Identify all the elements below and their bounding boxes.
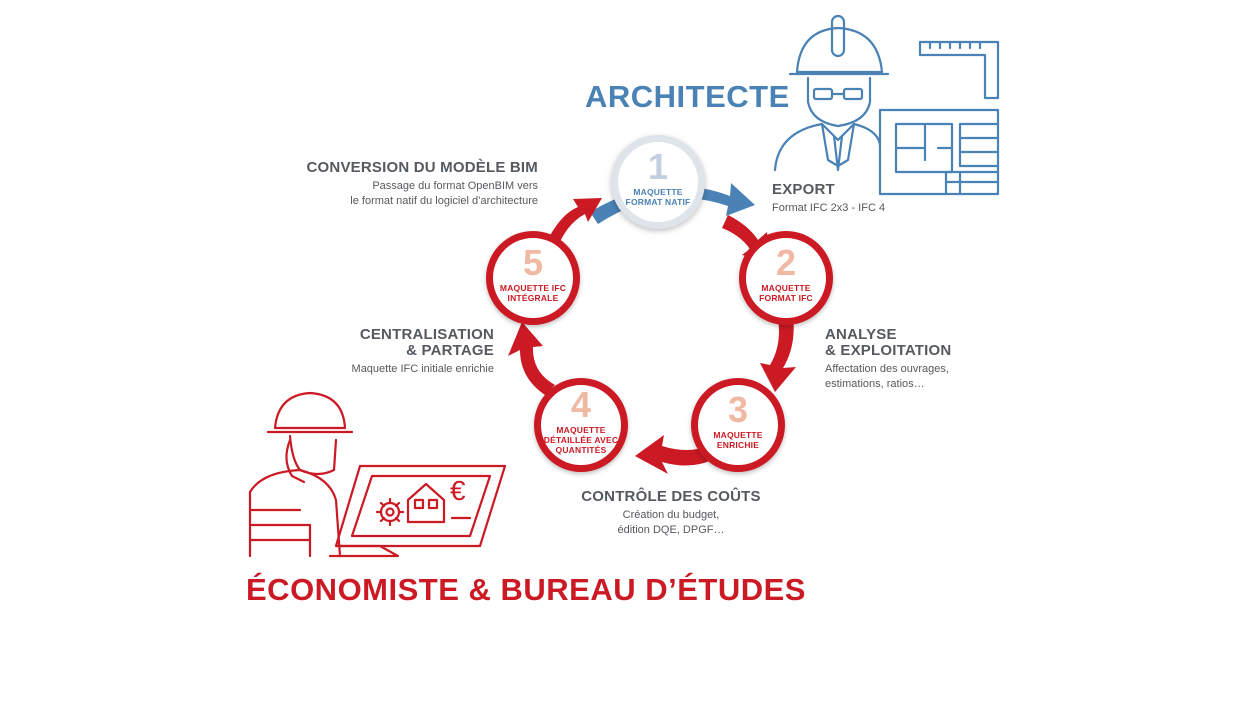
- arrow-red-3-4: [635, 435, 712, 474]
- step-centralisation-title-1: CENTRALISATION: [359, 326, 494, 343]
- step-analyse-desc-1: Affectation des ouvrages,: [825, 363, 949, 375]
- node-2-label: MAQUETTE FORMAT IFC: [759, 282, 813, 303]
- step-export-desc: Format IFC 2x3 - IFC 4: [772, 202, 886, 214]
- step-centralisation-desc: Maquette IFC initiale enrichie: [351, 363, 494, 375]
- step-analyse: ANALYSE & EXPLOITATION Affectation des o…: [825, 327, 951, 392]
- step-centralisation: CENTRALISATION & PARTAGE Maquette IFC in…: [352, 327, 494, 377]
- step-conversion-desc-2: le format natif du logiciel d’architectu…: [350, 195, 538, 207]
- node-5-number: 5: [522, 241, 544, 283]
- step-controle: CONTRÔLE DES COÛTS Création du budget, é…: [571, 489, 771, 538]
- node-4-number: 4: [570, 383, 592, 425]
- house-icon: [406, 482, 446, 524]
- step-conversion: CONVERSION DU MODÈLE BIM Passage du form…: [307, 160, 538, 209]
- node-5-label: MAQUETTE IFC INTÉGRALE: [499, 282, 567, 303]
- arrow-red-5-1: [545, 198, 602, 251]
- node-4-label: MAQUETTE DÉTAILLÉE AVEC QUANTITÉS: [543, 424, 619, 455]
- euro-icon: €: [450, 475, 466, 506]
- node-5: 5 MAQUETTE IFC INTÉGRALE: [486, 231, 580, 325]
- economist-title: ÉCONOMISTE & BUREAU D’ÉTUDES: [246, 572, 806, 607]
- step-controle-desc-2: édition DQE, DPGF…: [617, 524, 725, 536]
- step-analyse-title-2: & EXPLOITATION: [825, 342, 952, 359]
- node-1-label: MAQUETTE FORMAT NATIF: [625, 186, 691, 207]
- node-2-number: 2: [775, 241, 797, 283]
- node-1-number: 1: [647, 145, 669, 187]
- node-3-label: MAQUETTE ENRICHIE: [713, 429, 763, 450]
- node-1: 1 MAQUETTE FORMAT NATIF: [611, 135, 705, 229]
- node-3: 3 MAQUETTE ENRICHIE: [691, 378, 785, 472]
- arrow-red-4-5: [508, 322, 555, 395]
- step-export: EXPORT Format IFC 2x3 - IFC 4: [772, 182, 885, 216]
- node-3-number: 3: [727, 388, 749, 430]
- helmet-icon: [795, 26, 884, 74]
- architect-title: ARCHITECTE: [585, 79, 790, 114]
- step-controle-desc-1: Création du budget,: [622, 509, 720, 521]
- step-centralisation-title-2: & PARTAGE: [406, 342, 494, 359]
- node-2: 2 MAQUETTE FORMAT IFC: [739, 231, 833, 325]
- step-controle-title: CONTRÔLE DES COÛTS: [581, 488, 761, 505]
- node-4: 4 MAQUETTE DÉTAILLÉE AVEC QUANTITÉS: [534, 378, 628, 472]
- step-conversion-title: CONVERSION DU MODÈLE BIM: [306, 159, 538, 176]
- step-analyse-title-1: ANALYSE: [825, 326, 897, 343]
- step-conversion-desc-1: Passage du format OpenBIM vers: [372, 180, 538, 192]
- step-analyse-desc-2: estimations, ratios…: [825, 378, 925, 390]
- step-export-title: EXPORT: [772, 181, 835, 198]
